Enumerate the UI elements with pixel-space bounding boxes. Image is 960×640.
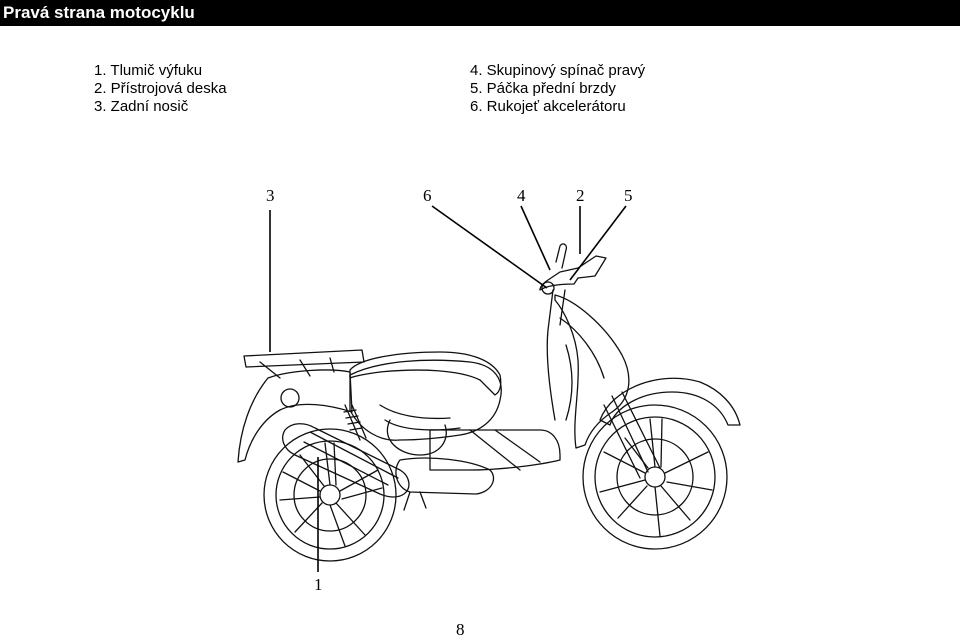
page-number: 8 bbox=[456, 620, 465, 639]
handlebar bbox=[539, 255, 607, 291]
front-fork bbox=[603, 391, 661, 479]
legend-item: 6. Rukojeť akcelerátoru bbox=[470, 98, 626, 115]
callout-1: 1 bbox=[314, 575, 323, 594]
legend-left: 1. Tlumič výfuku 2. Přístrojová deska 3.… bbox=[94, 62, 227, 116]
legend-item: 3. Zadní nosič bbox=[94, 98, 189, 115]
leader-line-4 bbox=[520, 205, 551, 271]
steering-column bbox=[546, 289, 566, 421]
callout-4: 4 bbox=[517, 186, 526, 205]
front-wheel bbox=[582, 404, 728, 550]
floorboard bbox=[429, 429, 561, 471]
rear-body bbox=[237, 369, 353, 463]
front-fender bbox=[599, 377, 741, 426]
body-panel bbox=[349, 359, 502, 441]
rear-wheel bbox=[263, 428, 397, 562]
legend-item: 1. Tlumič výfuku bbox=[94, 62, 203, 79]
legend-right: 4. Skupinový spínač pravý 5. Páčka předn… bbox=[470, 62, 645, 116]
front-shield bbox=[554, 294, 630, 449]
callout-2: 2 bbox=[576, 186, 585, 205]
legend-item: 5. Páčka přední brzdy bbox=[470, 80, 616, 97]
callout-5: 5 bbox=[624, 186, 633, 205]
legend-item: 2. Přístrojová deska bbox=[94, 80, 227, 97]
mirror bbox=[555, 243, 568, 269]
muffler bbox=[282, 423, 410, 498]
engine bbox=[395, 457, 495, 495]
seat bbox=[349, 351, 502, 396]
callout-6: 6 bbox=[423, 186, 432, 205]
legend-item: 4. Skupinový spínač pravý bbox=[470, 62, 646, 79]
leader-line-5 bbox=[569, 205, 627, 281]
callout-3: 3 bbox=[266, 186, 275, 205]
page-title: Pravá strana motocyklu bbox=[0, 0, 960, 26]
rear-carrier bbox=[243, 349, 365, 368]
leader-line-6 bbox=[431, 205, 548, 289]
